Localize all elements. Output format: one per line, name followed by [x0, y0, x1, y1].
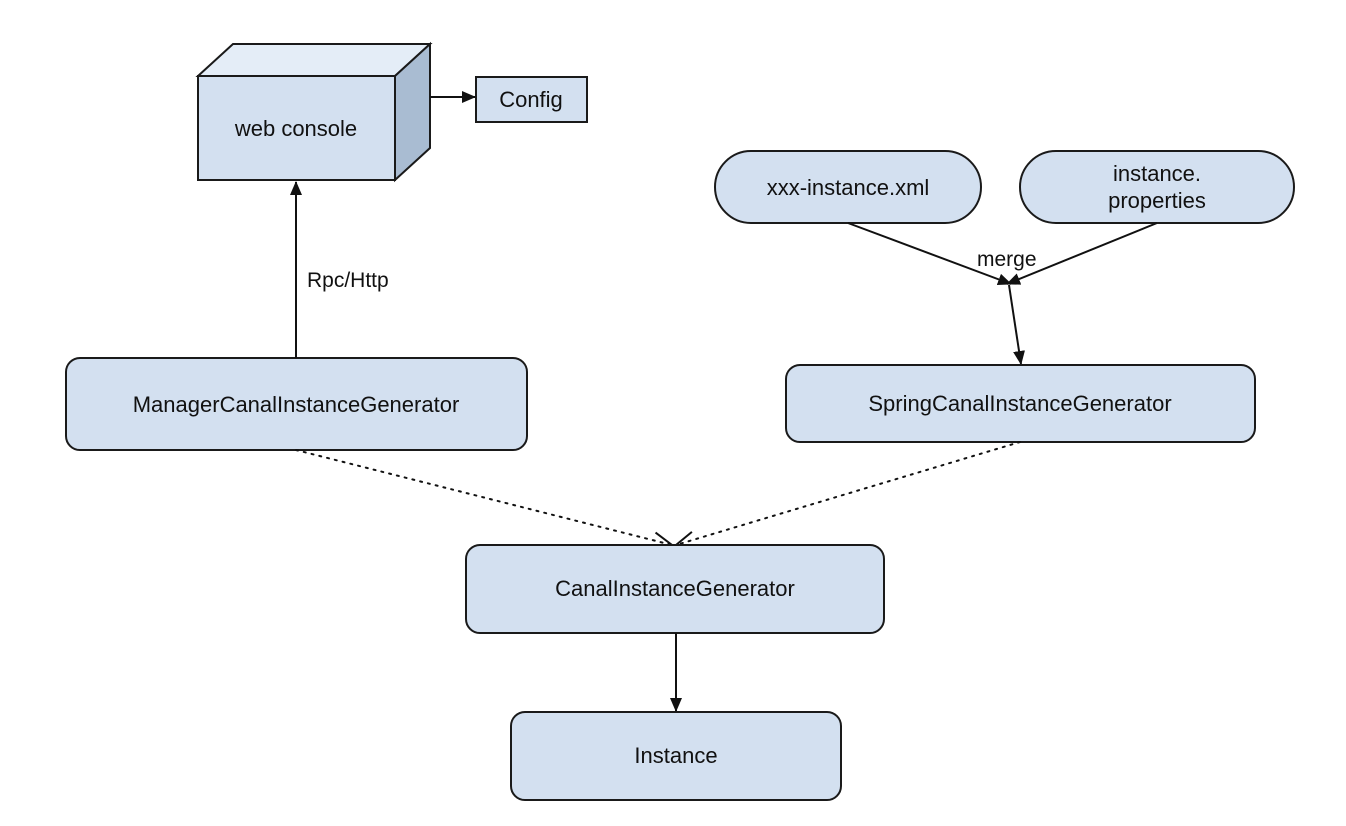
instance-properties-node: instance. properties: [1019, 150, 1295, 224]
properties-to-merge-edge: [1006, 222, 1158, 285]
spring-implements-edge: [676, 441, 1021, 545]
xml-to-merge-edge: [847, 222, 1012, 286]
config-node: Config: [475, 76, 588, 123]
web-console-label: web console: [234, 116, 357, 141]
config-label: Config: [499, 87, 563, 112]
web-console-front-face: [197, 75, 396, 181]
instance-label: Instance: [634, 743, 717, 768]
web-console-node: web console: [195, 41, 433, 183]
web-console-top-face: [195, 43, 433, 77]
instance-properties-label-line1: instance.: [1113, 161, 1201, 186]
manager-generator-node: ManagerCanalInstanceGenerator: [65, 357, 528, 451]
instance-node: Instance: [510, 711, 842, 801]
manager-implements-edge: [295, 449, 672, 545]
xxx-instance-xml-node: xxx-instance.xml: [714, 150, 982, 224]
spring-generator-label: SpringCanalInstanceGenerator: [868, 391, 1171, 416]
xxx-instance-xml-label: xxx-instance.xml: [767, 175, 930, 200]
merge-label: merge: [977, 248, 1037, 271]
manager-generator-label: ManagerCanalInstanceGenerator: [133, 392, 460, 417]
canal-generator-label: CanalInstanceGenerator: [555, 576, 795, 601]
instance-properties-label-line2: properties: [1108, 188, 1206, 213]
merge-to-spring-edge: [1008, 284, 1025, 365]
rpc-http-label: Rpc/Http: [307, 269, 389, 292]
canal-generator-node: CanalInstanceGenerator: [465, 544, 885, 634]
spring-generator-node: SpringCanalInstanceGenerator: [785, 364, 1256, 443]
